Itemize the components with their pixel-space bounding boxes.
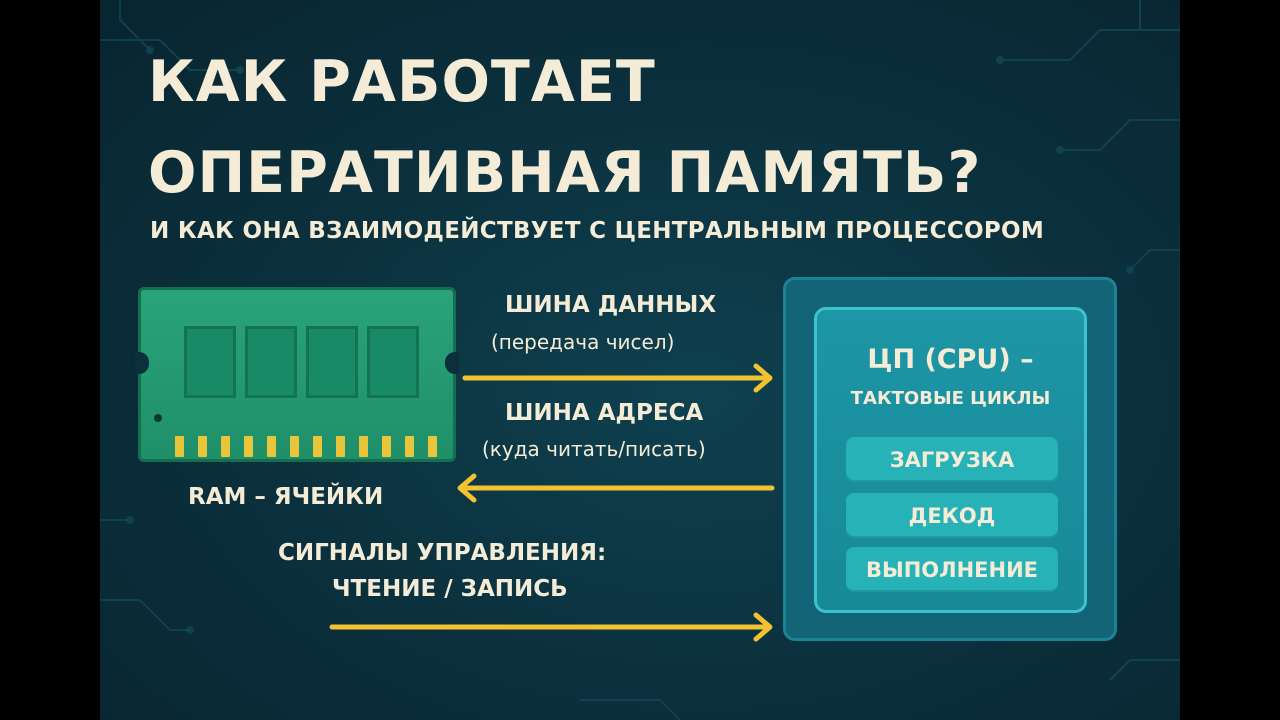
page-subtitle: И КАК ОНА ВЗАИМОДЕЙСТВУЕТ С ЦЕНТРАЛЬНЫМ … [150, 218, 1045, 244]
ram-mount-hole [154, 414, 162, 422]
bus-arrows [329, 363, 775, 642]
cpu-subtitle: ТАКТОВЫЕ ЦИКЛЫ [850, 388, 1051, 409]
ram-chip [245, 326, 297, 398]
ram-pin [198, 436, 207, 457]
ram-pin [405, 436, 414, 457]
ram-pin [290, 436, 299, 457]
cpu-title: ЦП (CPU) – [867, 344, 1034, 375]
data-bus-title: ШИНА ДАННЫХ [505, 292, 717, 318]
page-title-line-1: КАК РАБОТАЕТ [148, 49, 656, 115]
address-bus-subtitle: (куда читать/писать) [482, 437, 706, 461]
address-bus-arrow-icon [457, 473, 775, 503]
data-bus-subtitle: (передача чисел) [491, 330, 675, 354]
ram-pin [428, 436, 437, 457]
ram-pin [221, 436, 230, 457]
cpu-stage-fetch: ЗАГРУЗКА [846, 437, 1058, 482]
ram-notch-right [445, 352, 459, 374]
control-signals-subtitle: ЧТЕНИЕ / ЗАПИСЬ [332, 576, 568, 602]
control-signals-title: СИГНАЛЫ УПРАВЛЕНИЯ: [278, 540, 607, 566]
ram-label: RAM – ЯЧЕЙКИ [188, 484, 384, 510]
ram-chip [306, 326, 358, 398]
ram-pin [175, 436, 184, 457]
page-title-line-2: ОПЕРАТИВНАЯ ПАМЯТЬ? [148, 140, 982, 206]
address-bus-title: ШИНА АДРЕСА [505, 400, 704, 426]
diagram-canvas: КАК РАБОТАЕТ ОПЕРАТИВНАЯ ПАМЯТЬ? И КАК О… [100, 0, 1180, 720]
ram-contact-pins [175, 436, 437, 458]
ram-pin [382, 436, 391, 457]
data-bus-arrow-icon [462, 363, 773, 393]
ram-module [135, 287, 459, 462]
ram-pin [313, 436, 322, 457]
ram-chip [184, 326, 236, 398]
ram-pin [359, 436, 368, 457]
control-signals-arrow-icon [329, 612, 773, 642]
ram-pin [267, 436, 276, 457]
ram-notch-left [135, 352, 149, 374]
cpu-stage-execute: ВЫПОЛНЕНИЕ [846, 547, 1058, 592]
circuit-background [100, 0, 1180, 720]
ram-chip [367, 326, 419, 398]
ram-pin [336, 436, 345, 457]
cpu-stage-decode: ДЕКОД [846, 493, 1058, 538]
ram-pin [244, 436, 253, 457]
